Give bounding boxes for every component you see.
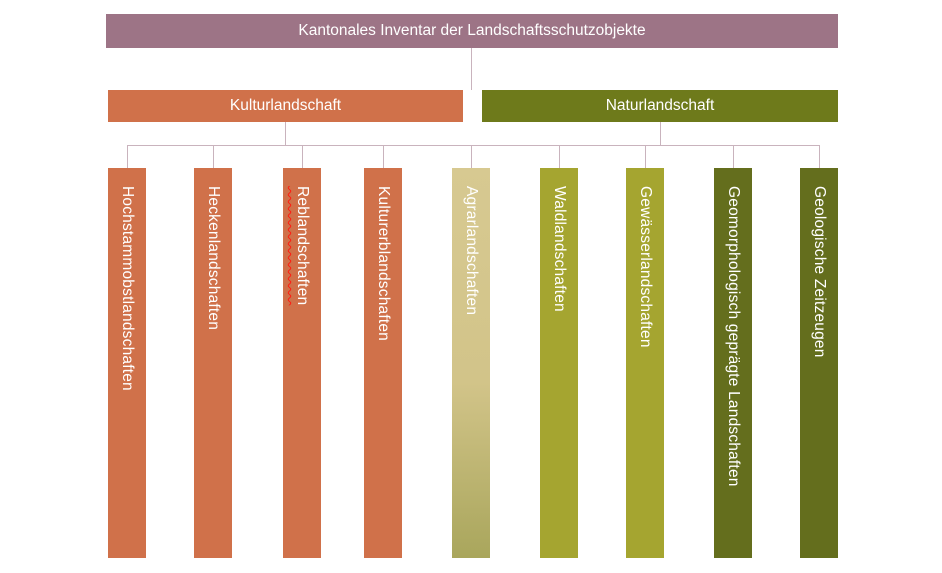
column-label-misspelled: Reblandschaften	[294, 186, 311, 306]
connector-drop-2	[213, 145, 214, 168]
branch-naturlandschaft-label: Naturlandschaft	[605, 97, 715, 115]
column-label: Heckenlandschaften	[205, 186, 222, 331]
branch-naturlandschaft: Naturlandschaft	[482, 90, 838, 122]
column-label: Geologische Zeitzeugen	[811, 186, 828, 358]
column-label: Waldlandschaften	[551, 186, 568, 312]
connector-drop-9	[819, 145, 820, 168]
column-hochstammobstlandschaften: Hochstammobstlandschaften	[108, 168, 146, 558]
column-geologische-zeitzeugen: Geologische Zeitzeugen	[800, 168, 838, 558]
branch-kulturlandschaft: Kulturlandschaft	[108, 90, 463, 122]
connector-drop-8	[733, 145, 734, 168]
column-kulturerblandschaften: Kulturerblandschaften	[364, 168, 402, 558]
connector-drop-5	[471, 145, 472, 168]
connector-drop-3	[302, 145, 303, 168]
connector-root-drop	[471, 48, 472, 90]
connector-kultur-stub	[285, 122, 286, 145]
column-gewaesserlandschaften: Gewässerlandschaften	[626, 168, 664, 558]
column-label: Geomorphologisch geprägte Landschaften	[725, 186, 742, 487]
connector-drop-6	[559, 145, 560, 168]
column-label: Gewässerlandschaften	[637, 186, 654, 348]
column-label: Agrarlandschaften	[463, 186, 480, 316]
column-waldlandschaften: Waldlandschaften	[540, 168, 578, 558]
column-label: Kulturerblandschaften	[375, 186, 392, 341]
column-geomorphologisch-gepraegte-landschaften: Geomorphologisch geprägte Landschaften	[714, 168, 752, 558]
root-node: Kantonales Inventar der Landschaftsschut…	[106, 14, 838, 48]
connector-drop-7	[645, 145, 646, 168]
connector-horizontal	[127, 145, 820, 146]
connector-drop-4	[383, 145, 384, 168]
root-node-label: Kantonales Inventar der Landschaftsschut…	[298, 22, 646, 40]
connector-natur-stub	[660, 122, 661, 145]
column-heckenlandschaften: Heckenlandschaften	[194, 168, 232, 558]
connector-drop-1	[127, 145, 128, 168]
branch-kulturlandschaft-label: Kulturlandschaft	[229, 97, 342, 115]
column-label: Hochstammobstlandschaften	[119, 186, 136, 391]
column-agrarlandschaften: Agrarlandschaften	[452, 168, 490, 558]
column-reblandschaften: Reblandschaften	[283, 168, 321, 558]
